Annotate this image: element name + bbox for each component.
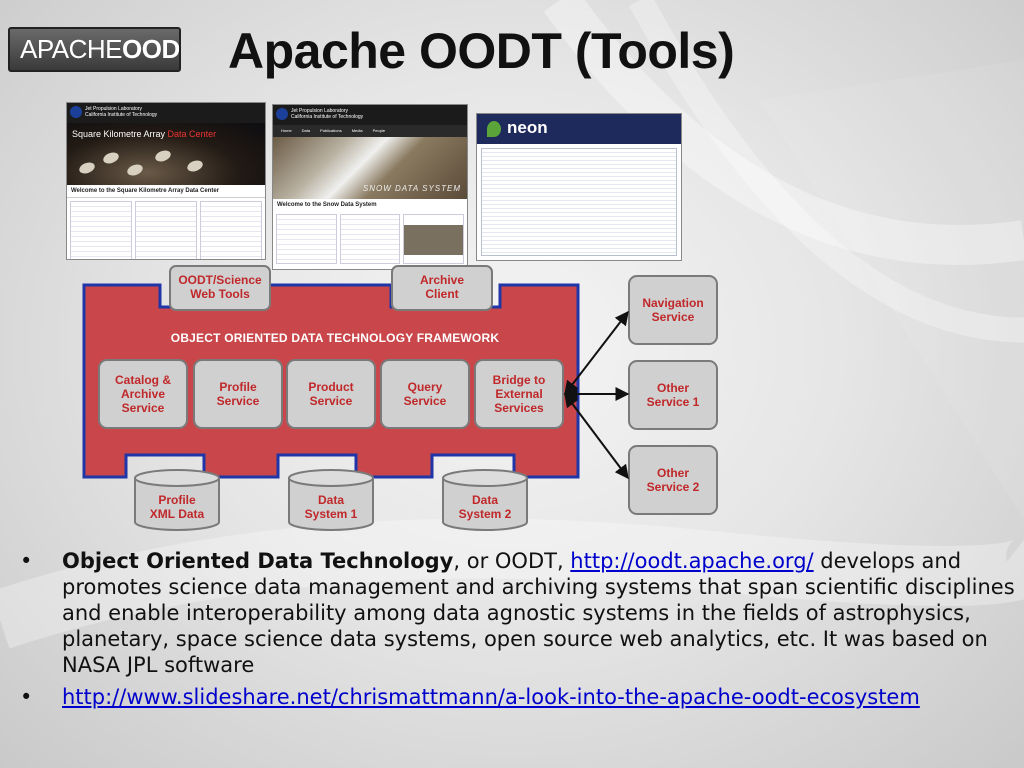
neon-body xyxy=(477,144,681,260)
slide-title: Apache OODT (Tools) xyxy=(228,23,735,79)
snow-welcome-heading: Welcome to the Snow Data System xyxy=(277,202,377,208)
ska-column xyxy=(135,201,197,259)
ska-content-columns xyxy=(67,198,265,259)
service-box xyxy=(98,359,188,429)
bullet-bold-term: Object Oriented Data Technology xyxy=(62,549,454,573)
neon-data-grid xyxy=(481,148,677,256)
bullet-item: • Object Oriented Data Technology, or OO… xyxy=(20,548,1020,678)
snow-nav-item: People xyxy=(372,128,386,133)
framework-title: OBJECT ORIENTED DATA TECHNOLOGY FRAMEWOR… xyxy=(170,331,500,345)
service-box xyxy=(286,359,376,429)
external-label-other-1: Other Service 1 xyxy=(646,381,700,409)
external-label-other-2: Other Service 2 xyxy=(646,466,700,494)
ska-data-center-screenshot: Jet Propulsion Laboratory California Ins… xyxy=(66,102,266,260)
jpl-org-name: Jet Propulsion Laboratory xyxy=(85,106,142,112)
tab-label-archive-client: Archive Client xyxy=(419,273,465,301)
store-label-profile-xml: Profile XML Data xyxy=(149,493,205,521)
snow-nav-item: Publications xyxy=(320,128,342,133)
oodt-link[interactable]: http://oodt.apache.org/ xyxy=(570,549,814,573)
neon-screenshot: neon xyxy=(476,113,682,261)
bullet-text: develops and promotes science data manag… xyxy=(62,549,1015,677)
ska-banner-title: Square Kilometre Array Data Center xyxy=(72,129,216,139)
snow-banner-logo: SNOW DATA SYSTEM xyxy=(362,184,461,193)
neon-header: neon xyxy=(477,114,681,144)
slideshare-link[interactable]: http://www.slideshare.net/chrismattmann/… xyxy=(62,685,920,709)
ska-banner-highlight: Data Center xyxy=(167,129,217,139)
service-box xyxy=(380,359,470,429)
nasa-logo-icon xyxy=(70,106,82,118)
bullet-dot-icon: • xyxy=(20,685,33,709)
service-label-product: Product Service xyxy=(308,380,354,408)
arrow-to-other-2 xyxy=(564,392,629,480)
jpl-org-name: Jet Propulsion Laboratory xyxy=(291,108,348,114)
neon-brand: neon xyxy=(507,118,548,137)
logo-text-light: APACHE xyxy=(20,34,123,64)
snow-nav-item: Media xyxy=(351,128,363,133)
bullet-list: • Object Oriented Data Technology, or OO… xyxy=(20,548,1020,716)
tab-box xyxy=(169,265,271,311)
bullet-text: , or OODT, xyxy=(453,549,571,573)
cylinder-data-system-1 xyxy=(288,469,374,531)
jpl-org-sub: California Institute of Technology xyxy=(291,114,364,120)
store-label-data-system-2: Data System 2 xyxy=(458,493,512,521)
jpl-header: Jet Propulsion Laboratory California Ins… xyxy=(273,105,467,125)
snow-nav-bar: Home Data Publications Media People xyxy=(273,125,467,137)
service-label-catalog-archive: Catalog & Archive Service xyxy=(114,373,171,415)
neon-leaf-icon xyxy=(487,121,501,137)
bullet-item: • http://www.slideshare.net/chrismattman… xyxy=(20,684,1020,710)
jpl-header: Jet Propulsion Laboratory California Ins… xyxy=(67,103,265,123)
snow-column xyxy=(403,214,465,264)
external-service-box xyxy=(628,445,718,515)
ska-welcome-heading: Welcome to the Square Kilometre Array Da… xyxy=(67,185,265,198)
service-label-profile: Profile Service xyxy=(216,380,260,408)
ska-column xyxy=(70,201,132,259)
tab-box xyxy=(391,265,493,311)
snow-nav-item: Home xyxy=(281,128,292,133)
logo-text-bold: OODT xyxy=(122,34,180,64)
tab-label-science-web-tools: OODT/Science Web Tools xyxy=(178,273,262,301)
snow-banner: SNOW DATA SYSTEM xyxy=(273,137,467,199)
snow-nav-item: Data xyxy=(301,128,311,133)
snow-column xyxy=(276,214,337,264)
service-box xyxy=(193,359,283,429)
apache-oodt-logo: APACHEOODT xyxy=(8,27,181,72)
store-label-data-system-1: Data System 1 xyxy=(304,493,358,521)
service-box xyxy=(474,359,564,429)
snow-column xyxy=(339,214,401,264)
bullet-dot-icon: • xyxy=(20,549,33,573)
service-label-query: Query Service xyxy=(403,380,447,408)
nasa-logo-icon xyxy=(276,108,288,120)
external-label-navigation: Navigation Service xyxy=(642,296,704,324)
service-label-bridge-external: Bridge to External Services xyxy=(492,373,546,415)
cylinder-profile-xml xyxy=(134,469,220,531)
snow-data-system-screenshot: Jet Propulsion Laboratory California Ins… xyxy=(272,104,468,270)
external-service-box xyxy=(628,275,718,345)
ska-banner-prefix: Square Kilometre Array xyxy=(72,129,168,139)
arrow-to-navigation xyxy=(564,310,629,396)
ska-banner: Square Kilometre Array Data Center xyxy=(67,123,265,185)
ska-column xyxy=(200,201,262,259)
jpl-org-sub: California Institute of Technology xyxy=(85,112,158,118)
snow-content-columns xyxy=(273,211,467,267)
cylinder-data-system-2 xyxy=(442,469,528,531)
